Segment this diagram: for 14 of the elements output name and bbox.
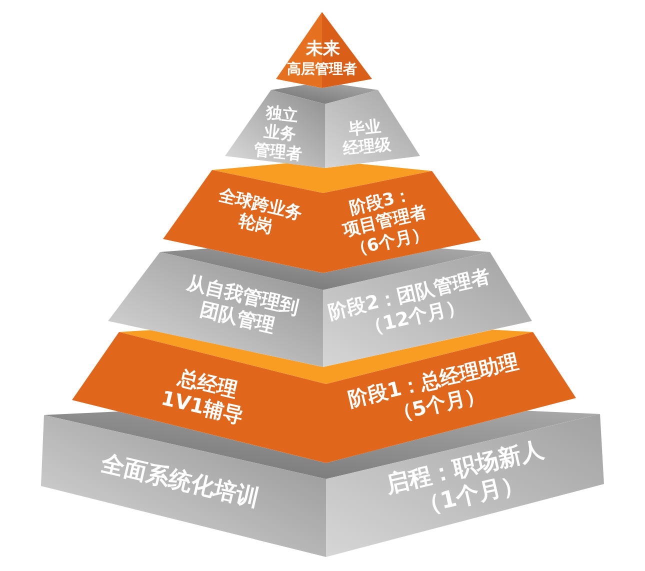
pyramid-label: 启程：职场新人（1个月） (383, 437, 548, 522)
pyramid-label: 阶段1：总经理助理（5个月） (346, 349, 522, 428)
pyramid-label: 全面系统化培训 (98, 450, 262, 514)
pyramid-label: 全球跨业务轮岗 (216, 186, 304, 240)
pyramid-label: 阶段3：项目管理者（6个月） (340, 184, 432, 262)
pyramid-apex (276, 12, 372, 88)
pyramid-label: 毕业经理级 (341, 115, 392, 159)
pyramid-label: 未来 (306, 38, 340, 60)
pyramid-label: 高层管理者 (287, 62, 357, 78)
pyramid-label: 从自我管理到团队管理 (184, 272, 301, 339)
pyramid-label: 阶段2：团队管理者（12个月） (326, 265, 494, 341)
pyramid-tier (225, 84, 420, 168)
pyramid-label: 独立业务管理者 (253, 102, 304, 164)
pyramid-label: 总经理1V1辅导 (159, 364, 247, 428)
